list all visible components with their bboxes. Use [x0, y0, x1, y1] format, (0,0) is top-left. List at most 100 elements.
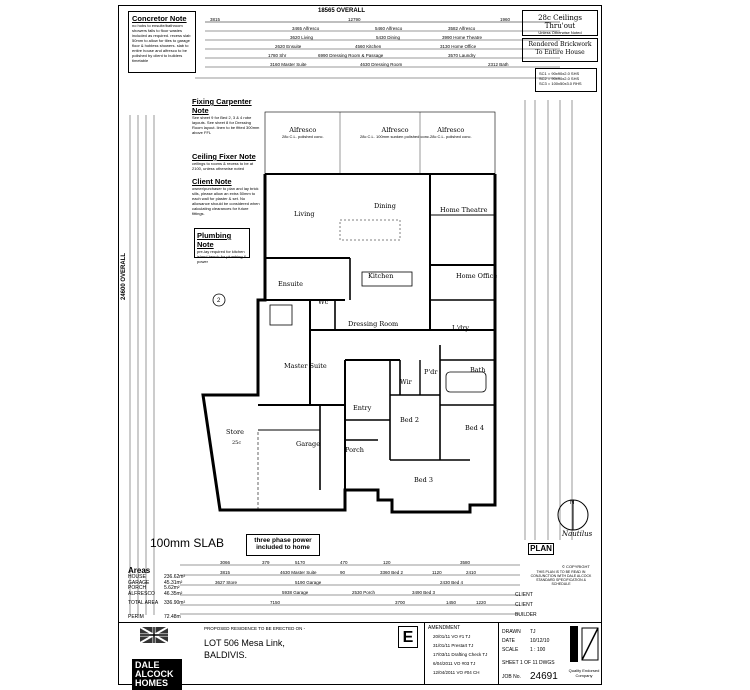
top-dim: 3815 [210, 17, 221, 22]
scale-value: 1 : 100 [530, 647, 546, 653]
bottom-dim: 90 [340, 570, 346, 575]
room-master-suite: Master Suite [284, 362, 327, 370]
room-living: Living [294, 210, 315, 218]
bottom-dim: 2430 Bed 4 [440, 580, 464, 585]
date-value: 10/12/10 [530, 638, 550, 644]
top-dim: 3570 Laundry [448, 53, 476, 58]
area-row: ALFRESCO 46.35m² [128, 590, 183, 597]
ceiling-note-sub: Unless Otherwise Noted [538, 30, 582, 35]
sc-code: SC2 = 90x90x2.0 SHS [539, 76, 580, 81]
amendment-row: 31/01/11 Prestart TJ [433, 643, 474, 648]
area-row: GARAGE 45.31m² [128, 579, 183, 586]
bottom-dim: 3490 Bed 3 [412, 590, 436, 595]
client-note-text: owner/purchaser to plan and lay brick si… [192, 186, 260, 216]
room-bed4: Bed 4 [465, 424, 484, 432]
room-powder: P'dr [424, 368, 438, 376]
bottom-dim: 4630 Master Suite [280, 570, 317, 575]
scale-note: THIS PLAN IS TO BE READ IN CONJUNCTION W… [530, 570, 592, 586]
bottom-dim: 7150 [270, 600, 281, 605]
power-note: three phase power included to home [246, 534, 320, 556]
ceiling-note-title: 28c Ceilings Thru'out [538, 14, 582, 30]
builder-label: BUILDER [515, 612, 537, 618]
sc-code: SC1 = 90x90x2.0 SHS [539, 71, 580, 76]
top-dim: 5460 Alfresco [375, 26, 403, 31]
top-dim: 2312 Bath [488, 62, 509, 67]
sc-codes-box: SC1 = 90x90x2.0 SHS SC2 = 90x90x2.0 SHS … [535, 68, 597, 92]
room-garage: Garage [296, 440, 321, 448]
top-dim: 4560 Kitchen [355, 44, 382, 49]
room-store: Store [226, 428, 244, 436]
company-name: DALE ALCOCK HOMES [132, 659, 182, 690]
bottom-dim: 3360 Bed 2 [380, 570, 404, 575]
top-dim: 5430 Dining [376, 35, 401, 40]
room-porch: Porch [345, 446, 364, 454]
bottom-dim: 120 [383, 560, 391, 565]
slab-label: 100mm SLAB [150, 536, 225, 550]
quality-endorsed-icon [570, 626, 599, 662]
bottom-dim: 3815 [220, 570, 231, 575]
area-row: HOUSE 236.62m² [128, 574, 186, 580]
amendment-row: 12/04/2011 VO #04 CH [433, 670, 480, 675]
top-dim: 3620 Living [290, 35, 314, 40]
bottom-dim: 3700 [395, 600, 406, 605]
carpenter-note: Fixing Carpenter Note See sheet 9 for Be… [192, 97, 262, 135]
carpenter-note-title: Fixing Carpenter Note [192, 97, 252, 115]
bottom-dim: 5190 Garage [295, 580, 322, 585]
area-row: TOTAL AREA 336.90m² [128, 600, 186, 606]
top-dim: 4630 Dressing Room [360, 62, 403, 67]
top-dim: 1780 Shr [268, 53, 287, 58]
area-row: PORCH 5.62m² [128, 585, 180, 591]
room-bed2: Bed 2 [400, 416, 419, 424]
bottom-dim: 470 [340, 560, 348, 565]
scale-label: SCALE [502, 647, 519, 653]
info-divider [498, 622, 499, 685]
top-dim: 3465 Alfresco [292, 26, 320, 31]
proposed-label: PROPOSED RESIDENCE TO BE ERECTED ON - [204, 626, 306, 631]
suburb: BALDIVIS. [204, 650, 248, 660]
drawn-label: DRAWN [502, 629, 521, 635]
concretor-note-text: no hobs to ensuite/bathroom showers fall… [132, 23, 191, 63]
top-dim: 6990 Dressing Room & Passage [318, 53, 384, 58]
top-dim: 3990 Home Theatre [442, 35, 482, 40]
client-label-2: CLIENT [515, 602, 533, 608]
quality-label: Quality Endorsed Company [568, 668, 600, 678]
date-label: DATE [502, 638, 515, 644]
area-row: PERIM 72.48m [128, 613, 181, 620]
sc-code: SC3 = 100x50x3.0 RHS [539, 81, 582, 86]
top-dim: 3160 Master Suite [270, 62, 307, 67]
ceiling-fixer-note: Ceiling Fixer Note ceilings to rooms & r… [192, 152, 262, 171]
top-dim: 3130 Home Office [440, 44, 477, 49]
quality-logo: Quality Endorsed Company [568, 624, 600, 682]
bottom-dim: 3627 Store [215, 580, 238, 585]
areas-table: Areas HOUSE 236.62m² GARAGE 45.31m² PORC… [128, 566, 188, 620]
room-wc: Wc [318, 298, 329, 306]
top-dim: 1960 [500, 17, 511, 22]
amendment-row: 20/01/11 VO #1 TJ [433, 634, 471, 639]
bottom-dim: 2530 Porch [352, 590, 376, 595]
room-home-office: Home Office [456, 272, 498, 280]
room-home-theatre: Home Theatre [440, 206, 488, 214]
concretor-note-title: Concretor Note [132, 14, 187, 23]
plan-label: PLAN [528, 543, 554, 555]
room-laundry: L'dry [452, 324, 470, 332]
job-label: JOB No. [502, 674, 521, 680]
drawn-value: TJ [530, 629, 536, 635]
room-store-ceiling: 25c [232, 440, 242, 446]
bottom-dim: 1450 [446, 600, 457, 605]
bottom-dim: 5170 [295, 560, 306, 565]
room-dressing: Dressing Room [348, 320, 399, 328]
flag-icon [139, 626, 169, 644]
company-logo: DALE ALCOCK HOMES [132, 624, 192, 690]
nautilus-label: Nautilus [562, 530, 593, 538]
bottom-dim: 1220 [476, 600, 487, 605]
plumbing-note-text: pre-lay required for kitchen island benc… [197, 249, 247, 264]
client-note-title: Client Note [192, 177, 232, 186]
e-box: E [398, 626, 418, 648]
plumbing-note-title: Plumbing Note [197, 231, 232, 249]
room-ensuite: Ensuite [278, 280, 303, 288]
top-dim: 12790 [348, 17, 361, 22]
room-bed3: Bed 3 [414, 476, 433, 484]
